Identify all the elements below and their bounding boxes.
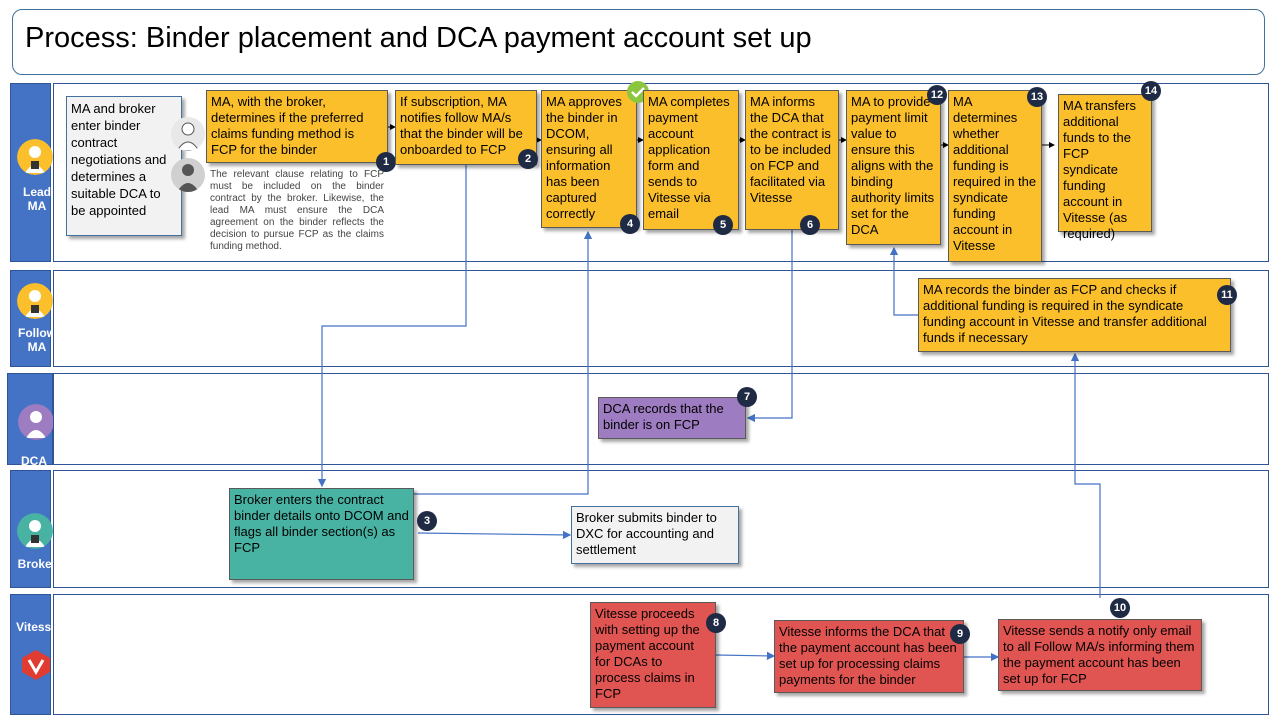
step-5-text: MA completes payment account application…: [648, 94, 730, 221]
step-6-text: MA informs the DCA that the contract is …: [750, 94, 831, 205]
step-11-text: MA records the binder as FCP and checks …: [923, 282, 1207, 345]
lane-label-dca: DCA: [21, 454, 47, 468]
vitesse-logo-icon: [22, 650, 50, 685]
step-9-badge: 9: [950, 624, 970, 644]
step-start-box[interactable]: MA and broker enter binder contract nego…: [66, 96, 182, 236]
step-12-text: MA to provide payment limit value to ens…: [851, 94, 935, 237]
step-1-badge: 1: [376, 152, 396, 172]
lane-header-vitesse: Vitesse: [10, 594, 58, 715]
step-3-text: Broker enters the contract binder detail…: [234, 492, 409, 555]
person-icon: [17, 513, 53, 549]
lane-header-dca: DCA: [7, 373, 54, 468]
step-7-badge: 7: [737, 387, 757, 407]
page-title: Process: Binder placement and DCA paymen…: [25, 22, 812, 54]
lane-label-vitesse: Vitesse: [16, 620, 58, 634]
step-3b-text: Broker submits binder to DXC for account…: [576, 510, 717, 557]
person-icon: [171, 158, 205, 192]
step-5-box[interactable]: MA completes payment account application…: [643, 90, 739, 230]
lane-header-follow-ma: Follow MA: [10, 270, 56, 367]
step-13-box[interactable]: MA determines whether additional funding…: [948, 90, 1042, 262]
step-14-box[interactable]: MA transfers additional funds to the FCP…: [1058, 94, 1152, 241]
person-icon: [171, 117, 205, 151]
lane-label-follow-ma: Follow MA: [18, 326, 56, 354]
step-7-text: DCA records that the binder is on FCP: [603, 401, 724, 432]
step-start-text: MA and broker enter binder contract nego…: [71, 101, 167, 218]
step-6-badge: 6: [800, 215, 820, 235]
step-14-badge: 14: [1141, 81, 1161, 101]
step-11-box[interactable]: MA records the binder as FCP and checks …: [918, 278, 1231, 352]
step-2-box[interactable]: If subscription, MA notifies follow MA/s…: [395, 90, 537, 165]
lane-header-lead-ma: Lead MA: [10, 83, 53, 262]
step-13-badge: 13: [1027, 87, 1047, 107]
lane-label-lead-ma: Lead MA: [22, 185, 51, 213]
lane-header-broker: Broker: [10, 470, 56, 588]
step-10-box[interactable]: Vitesse sends a notify only email to all…: [998, 619, 1202, 691]
title-box: Process: Binder placement and DCA paymen…: [12, 9, 1265, 75]
step-4-badge: 4: [620, 214, 640, 234]
person-icon: [17, 139, 53, 175]
step-2-text: If subscription, MA notifies follow MA/s…: [400, 94, 523, 157]
step-5-badge: 5: [713, 215, 733, 235]
lane-label-broker: Broker: [17, 557, 57, 571]
person-icon: [17, 283, 53, 319]
step-6-box[interactable]: MA informs the DCA that the contract is …: [745, 90, 839, 230]
step-4-box[interactable]: MA approves the binder in DCOM, ensuring…: [541, 90, 637, 228]
step-8-box[interactable]: Vitesse proceeds with setting up the pay…: [590, 602, 716, 708]
step-2-badge: 2: [518, 149, 538, 169]
step-10-badge: 10: [1110, 598, 1130, 618]
step-4-text: MA approves the binder in DCOM, ensuring…: [546, 94, 622, 221]
fcp-clause-note: The relevant clause relating to FCP must…: [210, 169, 384, 252]
step-3b-box[interactable]: Broker submits binder to DXC for account…: [571, 506, 739, 564]
step-3-badge: 3: [417, 511, 437, 531]
step-10-text: Vitesse sends a notify only email to all…: [1003, 623, 1195, 686]
step-1-box[interactable]: MA, with the broker, determines if the p…: [206, 90, 388, 163]
step-12-box[interactable]: MA to provide payment limit value to ens…: [846, 90, 941, 245]
step-12-badge: 12: [927, 85, 947, 105]
step-9-box[interactable]: Vitesse informs the DCA that the payment…: [774, 620, 964, 693]
step-13-text: MA determines whether additional funding…: [953, 94, 1037, 253]
step-3-box[interactable]: Broker enters the contract binder detail…: [229, 488, 414, 580]
step-8-text: Vitesse proceeds with setting up the pay…: [595, 606, 700, 701]
step-7-box[interactable]: DCA records that the binder is on FCP: [598, 397, 746, 439]
step-8-badge: 8: [706, 613, 726, 633]
person-icon: [18, 404, 54, 440]
step-11-badge: 11: [1217, 285, 1237, 305]
step-1-text: MA, with the broker, determines if the p…: [211, 94, 364, 157]
step-14-text: MA transfers additional funds to the FCP…: [1063, 98, 1136, 241]
step-9-text: Vitesse informs the DCA that the payment…: [779, 624, 957, 687]
